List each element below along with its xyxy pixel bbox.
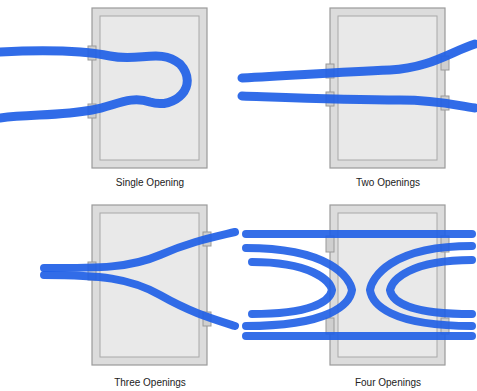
three-openings-panel [44, 205, 235, 365]
panel-caption: Three Openings [114, 377, 186, 389]
two-openings-panel [242, 8, 475, 168]
panel-caption: Two Openings [356, 177, 420, 189]
panel-caption: Four Openings [355, 377, 421, 389]
panel-caption: Single Opening [116, 177, 184, 189]
four-openings-panel [246, 205, 472, 365]
single-opening-panel [0, 8, 207, 168]
